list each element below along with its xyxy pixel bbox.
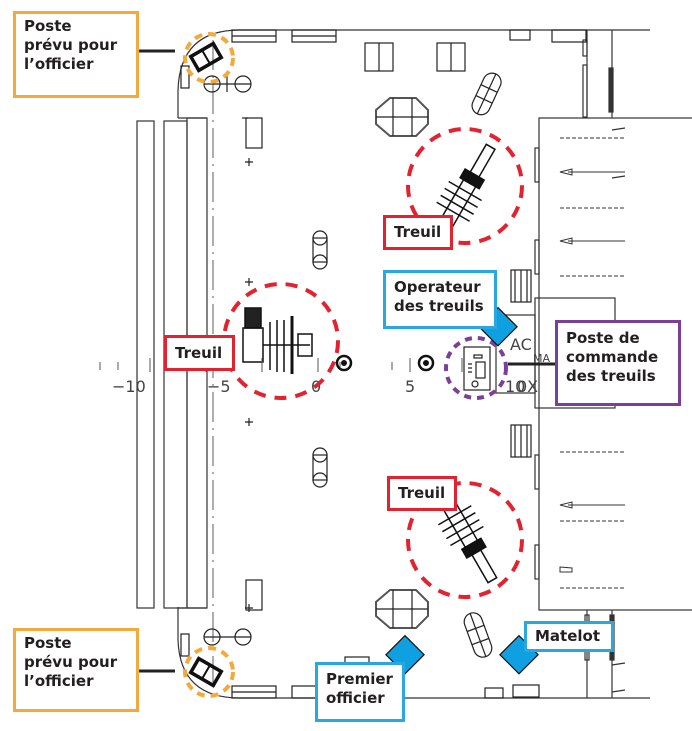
winch-control-post-label: Poste de commande des treuils [555, 320, 681, 406]
officer-post-highlight-bottom [183, 646, 235, 698]
tick-label: −5 [207, 377, 231, 396]
top-fittings [180, 29, 587, 303]
officer-post-label-bottom: Poste prévu pour l’officier [13, 628, 139, 712]
drawing-text: 0X [517, 377, 538, 396]
axis-fittings [335, 354, 435, 372]
officer-post-label-top: Poste prévu pour l’officier [13, 11, 139, 98]
winch-highlight-middle [222, 282, 340, 400]
winch-highlight-bottom [406, 481, 524, 599]
winch-mechanism-middle [242, 307, 313, 374]
winch-label-middle: Treuil [164, 335, 235, 371]
winch-mechanism-top [436, 143, 496, 230]
wall-markings [559, 137, 625, 589]
tick-label: −10 [112, 377, 146, 396]
tick-label: 10 [505, 377, 525, 396]
winch-operator-label: Operateur des treuils [383, 270, 497, 329]
drawing-text: AC [510, 335, 532, 354]
officer-post-symbol-bottom [188, 656, 224, 688]
deckhand-label: Matelot [524, 621, 614, 652]
winch-label-top: Treuil [383, 215, 453, 250]
control-post-highlight [444, 336, 508, 400]
officer-post-highlight-top [183, 32, 235, 84]
control-console [463, 346, 491, 391]
winch-highlight-top [406, 127, 524, 245]
first-officer-label: Premier officier [315, 662, 405, 722]
axis-tick-labels: −10 −5 0 5 10 [112, 377, 525, 396]
drawing-text: MA [533, 352, 550, 365]
x-axis [99, 358, 463, 372]
drawing-annotations: AC MA 0X [510, 335, 550, 396]
winch-label-bottom: Treuil [387, 476, 457, 511]
officer-post-symbol-top [188, 41, 224, 73]
tick-label: 5 [405, 377, 415, 396]
